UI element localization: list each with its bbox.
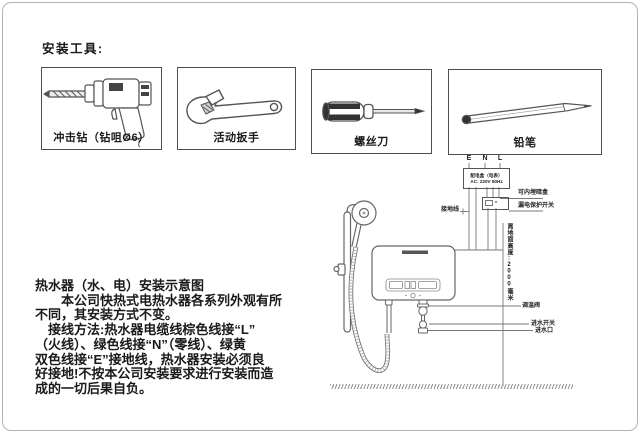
description-line: 接线方法:热水器电缆线棕色线接“L” <box>35 322 256 338</box>
description-line: 不同，其安装方式不变。 <box>35 307 179 323</box>
leakage-switch-box <box>482 197 509 210</box>
section-title: 安装工具: <box>42 42 104 56</box>
installation-description: 热水器（水、电）安装示意图 本公司快热式电热水器各系列外观有所 不同，其安装方式… <box>35 278 335 397</box>
leakage-switch-label: 漏电保护开关 <box>518 202 555 209</box>
distribution-box-name: 配电盒（电表） <box>470 172 503 179</box>
temp-valve-label: 调温阀 <box>522 302 541 309</box>
tool-box-wrench: 活动扳手 <box>177 67 296 150</box>
distribution-box-rating: AC: 220V 50Hz <box>470 178 503 185</box>
terminal-e-label: E <box>466 155 472 162</box>
installation-diagram-art <box>333 163 543 386</box>
pencil-icon <box>461 102 592 125</box>
control-panel <box>385 278 441 299</box>
inlet-label: 进水口 <box>535 327 554 334</box>
inlet-valve-assembly <box>417 299 429 334</box>
tool-box-pencil: 铅笔 <box>448 69 602 155</box>
ground-line <box>330 384 573 389</box>
adjustable-wrench-icon <box>186 89 283 125</box>
description-line: 双色线接“E”接地线，热水器安装必须良 <box>35 351 265 367</box>
ground-wire-label: 接地线 <box>441 207 460 213</box>
tool-label-drill: 冲击钻（钻咀Ø6） <box>53 132 150 144</box>
terminal-l-label: L <box>497 155 503 162</box>
shower-assembly <box>333 200 377 333</box>
distribution-box: 配电盒（电表） AC: 220V 50Hz <box>463 168 510 189</box>
concealed-box-label: 可内埋暗盒 <box>518 190 549 196</box>
description-line: 成的一切后果自负。 <box>35 380 153 396</box>
shower-hose <box>348 246 391 373</box>
tool-label-wrench: 活动扳手 <box>213 132 260 144</box>
terminal-n-label: N <box>482 155 488 162</box>
inlet-switch-label: 进水开关 <box>531 320 556 327</box>
tool-label-pencil: 铅笔 <box>513 137 537 149</box>
description-line: 好接地!不按本公司安装要求进行安装而造 <box>35 366 274 382</box>
screwdriver-icon <box>322 101 426 122</box>
mounting-height-label: 离地面高度:2000毫米 <box>506 223 512 301</box>
description-line: （火线）、绿色线接“N”（零线）、绿黄 <box>35 336 246 352</box>
impact-drill-icon <box>43 78 152 148</box>
tool-box-drill: 冲击钻（钻咀Ø6） <box>41 67 162 150</box>
outlet-pipe <box>385 299 393 333</box>
description-line: 热水器（水、电）安装示意图 <box>35 278 205 293</box>
water-heater-body <box>371 245 456 301</box>
tool-box-screwdriver: 螺丝刀 <box>311 69 432 154</box>
description-line: 本公司快热式电热水器各系列外观有所 <box>35 292 283 308</box>
brand-logo <box>402 250 428 254</box>
installation-diagram: E N L 配电盒（电表） AC: 220V 50Hz 接地线 可内埋暗盒 漏电… <box>330 150 630 410</box>
tool-label-screwdriver: 螺丝刀 <box>354 136 389 148</box>
